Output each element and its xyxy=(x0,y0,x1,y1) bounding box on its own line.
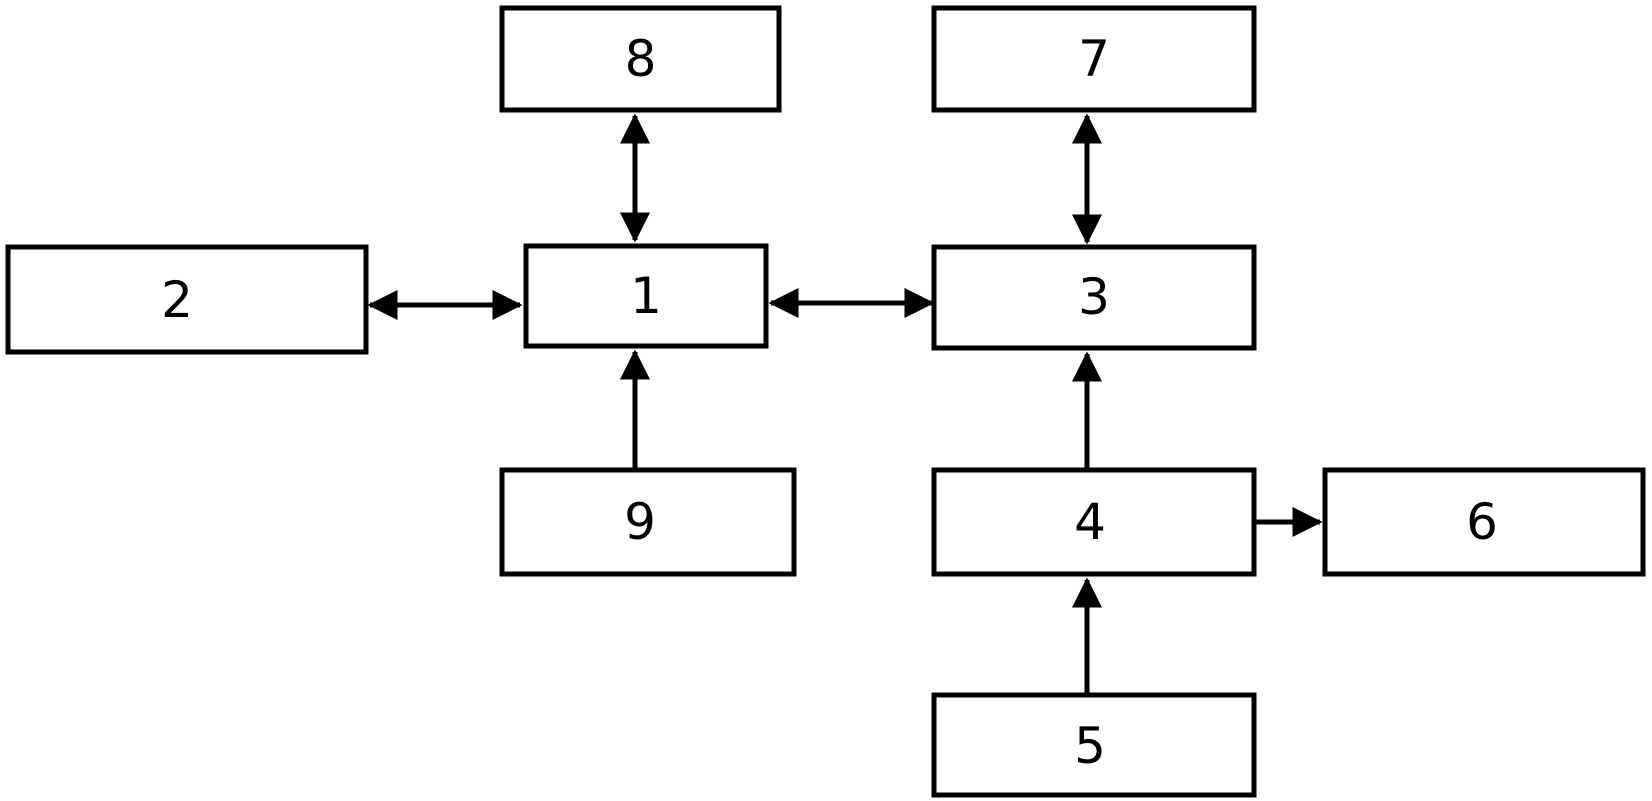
block-3: 3 xyxy=(931,244,1257,351)
block-1: 1 xyxy=(523,243,769,349)
block-2: 2 xyxy=(5,244,369,355)
block-3-label: 3 xyxy=(1078,268,1110,326)
block-2-label: 2 xyxy=(161,271,193,329)
block-8-label: 8 xyxy=(625,30,657,88)
block-4-label: 4 xyxy=(1074,493,1106,551)
block-9: 9 xyxy=(499,467,797,577)
block-5-label: 5 xyxy=(1074,717,1106,775)
block-1-label: 1 xyxy=(630,267,662,325)
block-7-label: 7 xyxy=(1078,30,1110,88)
block-4: 4 xyxy=(931,467,1257,577)
block-9-label: 9 xyxy=(624,493,656,551)
block-6-label: 6 xyxy=(1466,493,1498,551)
block-7: 7 xyxy=(931,5,1257,113)
block-6: 6 xyxy=(1322,467,1646,577)
block-5: 5 xyxy=(931,692,1257,798)
block-8: 8 xyxy=(499,5,782,113)
